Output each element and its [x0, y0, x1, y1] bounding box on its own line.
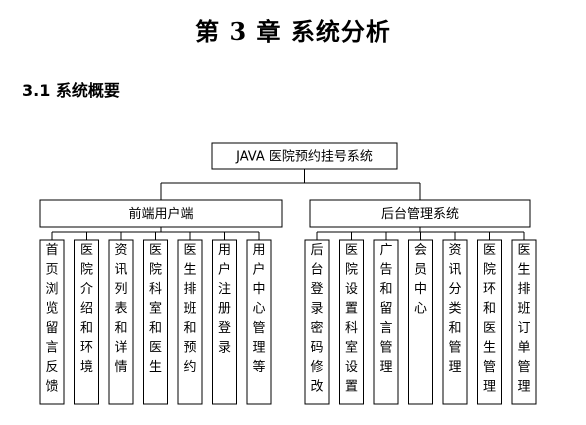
chapter-title: 第 3 章 系统分析 [195, 17, 391, 46]
leaf-node-label: 会员中心 [414, 243, 427, 317]
leaf-node [74, 239, 99, 405]
leaf-node [442, 239, 468, 405]
leaf-node [339, 239, 364, 405]
leaf-node-label: 医院环和医生管理 [483, 243, 496, 395]
leaf-node-label: 资讯分类和管理 [448, 243, 461, 375]
leaf-node-label: 医院科室和医生 [149, 243, 162, 375]
leaf-node-label: 医生排班订单管理 [517, 243, 530, 395]
leaf-node [177, 239, 203, 405]
branch-node-label: 后台管理系统 [381, 207, 459, 222]
leaf-node-label: 用户注册登录 [218, 243, 231, 356]
leaf-node [246, 239, 272, 405]
leaf-node-label: 医院介绍和环境 [80, 243, 93, 375]
leaf-node [373, 239, 399, 405]
leaf-node [39, 239, 65, 405]
leaf-node [511, 239, 537, 405]
leaf-node [408, 239, 433, 405]
leaf-node [477, 239, 502, 405]
leaf-node-label: 首页浏览留言反馈 [45, 243, 58, 395]
root-node-label: JAVA 医院预约挂号系统 [235, 150, 373, 165]
leaf-node [108, 239, 134, 405]
branch-node-label: 前端用户端 [128, 206, 193, 222]
leaf-node-label: 广告和留言管理 [379, 243, 392, 375]
leaf-node-label: 资讯列表和详情 [114, 243, 127, 375]
section-title: 3.1 系统概要 [22, 81, 120, 100]
leaf-node-label: 用户中心管理等 [252, 243, 265, 375]
leaf-node [212, 239, 237, 405]
leaf-node [143, 239, 168, 405]
leaf-node-label: 医生排班和预约 [183, 243, 196, 375]
leaf-node-label: 医院设置科室设置 [345, 243, 358, 395]
leaf-node [304, 239, 330, 405]
leaf-node-label: 后台登录密码修改 [310, 243, 323, 395]
root-node [211, 142, 398, 170]
branch-node [39, 199, 283, 228]
